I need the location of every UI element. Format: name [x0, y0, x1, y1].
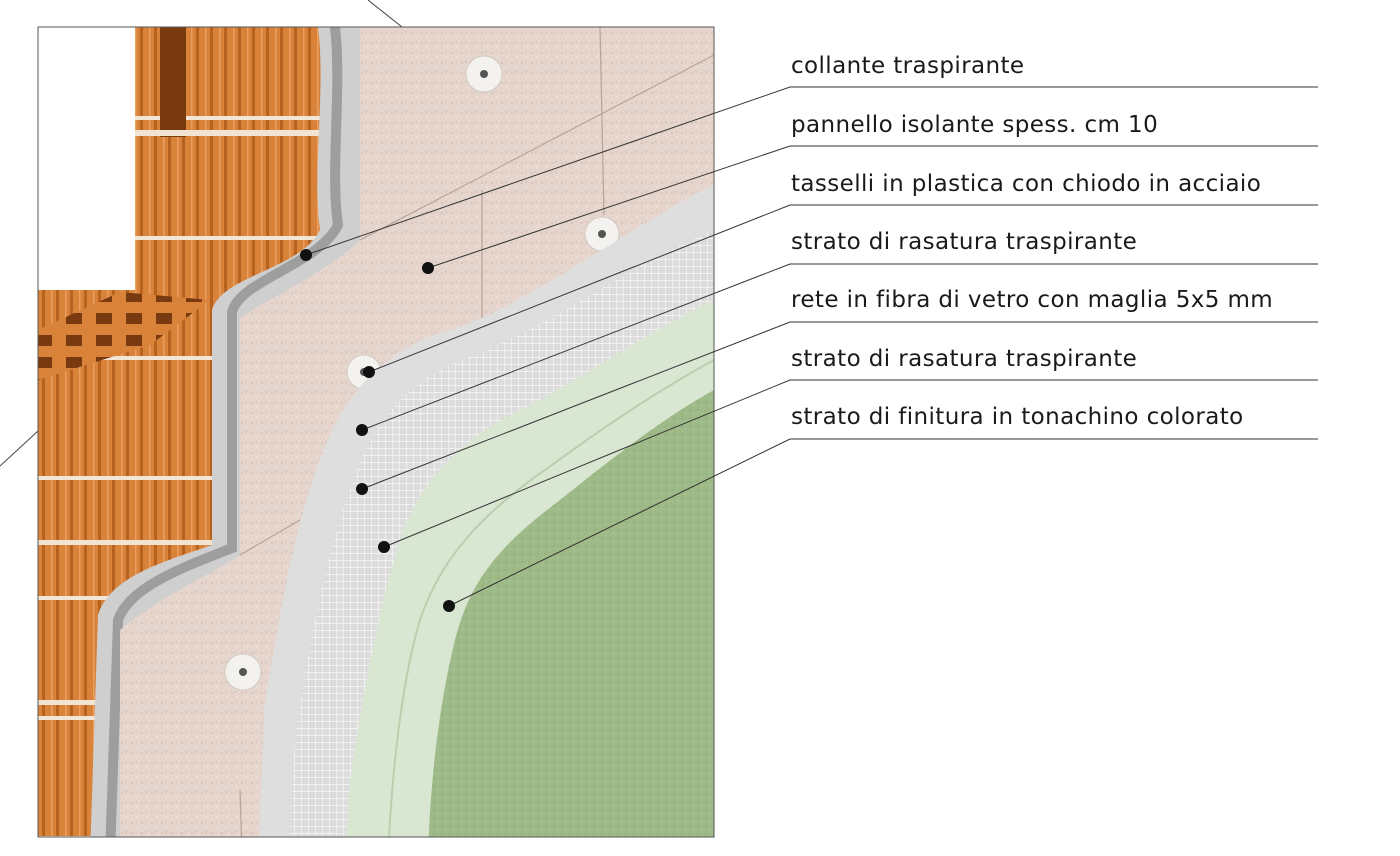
label-rasatura-1: strato di rasatura traspirante: [791, 229, 1138, 255]
label-collante: collante traspirante: [791, 53, 1025, 79]
leader-dot: [356, 483, 368, 495]
leader-line-rete: [361, 321, 1318, 490]
label-rasatura-2: strato di rasatura traspirante: [791, 346, 1138, 372]
brick-top-holes: [38, 292, 210, 380]
leader-dot: [378, 541, 390, 553]
label-rete: rete in fibra di vetro con maglia 5x5 mm: [791, 287, 1274, 313]
leader-lines: [305, 86, 1318, 607]
decorative-stroke: [0, 430, 39, 467]
leader-dot: [300, 249, 312, 261]
leader-line-finitura: [448, 438, 1318, 607]
wall-illustration: [38, 27, 714, 837]
leader-line-pannello: [427, 145, 1318, 269]
illustration-frame: [37, 26, 715, 838]
leader-dot: [422, 262, 434, 274]
leader-dots: [300, 249, 455, 612]
leader-line-collante: [305, 86, 1318, 256]
anchor-icon: [224, 653, 262, 691]
leader-line-rasatura-2: [383, 379, 1318, 548]
anchor-icon: [465, 55, 503, 93]
finish-coat: [428, 390, 714, 837]
label-finitura: strato di finitura in tonachino colorato: [791, 404, 1244, 430]
leader-dot: [363, 366, 375, 378]
label-tasselli: tasselli in plastica con chiodo in accia…: [791, 171, 1262, 197]
leader-line-tasselli: [368, 204, 1318, 373]
leader-line-rasatura-1: [361, 263, 1318, 431]
label-pannello: pannello isolante spess. cm 10: [791, 112, 1159, 138]
leader-dot: [443, 600, 455, 612]
leader-dot: [356, 424, 368, 436]
decorative-stroke: [367, 0, 403, 28]
